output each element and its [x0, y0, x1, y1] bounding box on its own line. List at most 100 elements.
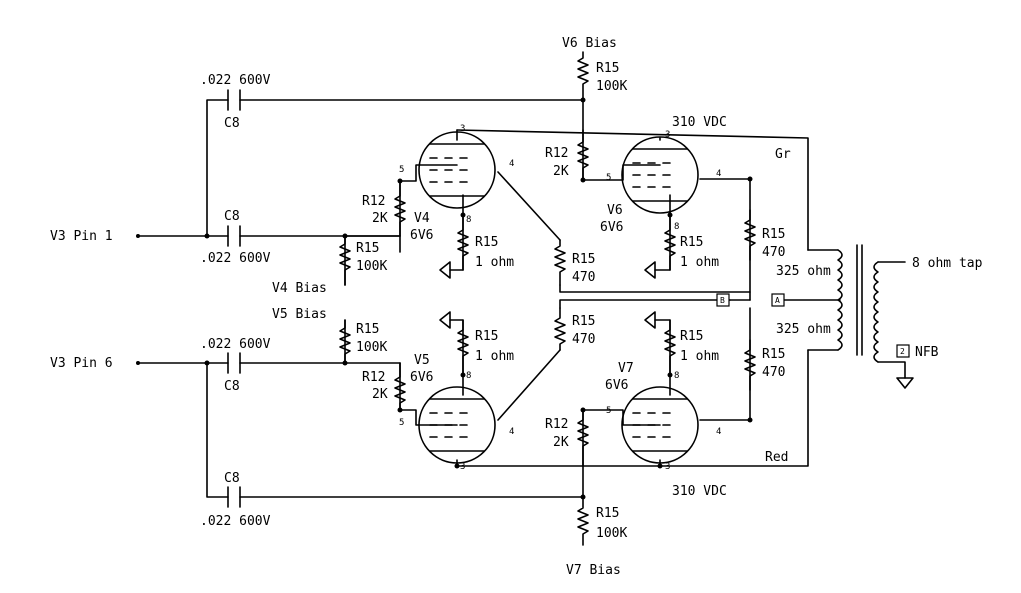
resistor-r12-v5	[394, 362, 406, 411]
svg-text:R15: R15	[762, 227, 785, 242]
resistor-r15-v4-bias	[339, 235, 351, 286]
svg-text:.022 600V: .022 600V	[200, 73, 271, 88]
svg-text:6V6: 6V6	[605, 378, 628, 393]
tube-v6	[621, 136, 699, 214]
svg-text:2K: 2K	[553, 435, 569, 450]
svg-text:NFB: NFB	[915, 345, 939, 360]
svg-text:R15: R15	[762, 347, 785, 362]
label-v3-pin6: V3 Pin 6	[50, 356, 113, 371]
resistor-r15-v6-bias	[577, 51, 589, 101]
svg-text:R12: R12	[545, 146, 568, 161]
svg-text:5: 5	[399, 165, 404, 175]
resistor-r15-cathode-v4	[457, 214, 469, 271]
svg-text:5: 5	[399, 418, 404, 428]
svg-text:6V6: 6V6	[600, 220, 623, 235]
svg-text:2K: 2K	[372, 387, 388, 402]
svg-text:100K: 100K	[356, 340, 387, 355]
svg-text:B: B	[720, 296, 725, 305]
svg-text:R12: R12	[362, 370, 385, 385]
resistor-r15-screen-v7	[744, 339, 756, 391]
svg-text:2K: 2K	[372, 211, 388, 226]
svg-text:R12: R12	[545, 417, 568, 432]
svg-text:470: 470	[762, 365, 785, 380]
svg-text:R15: R15	[572, 252, 595, 267]
svg-text:C8: C8	[224, 379, 240, 394]
ground-icon	[439, 261, 451, 279]
capacitor-c8-bottom	[227, 486, 241, 508]
connector-b: B	[716, 293, 730, 307]
resistor-r12-v7	[577, 409, 589, 467]
svg-text:100K: 100K	[596, 79, 627, 94]
svg-text:C8: C8	[224, 209, 240, 224]
svg-text:Red: Red	[765, 450, 788, 465]
svg-text:.022 600V: .022 600V	[200, 514, 271, 529]
svg-text:3: 3	[665, 130, 670, 140]
ground-icon	[644, 311, 656, 329]
resistor-r15-screen-v6	[744, 209, 756, 261]
svg-text:R15: R15	[356, 322, 379, 337]
svg-text:100K: 100K	[356, 259, 387, 274]
resistor-r12-v4	[394, 180, 406, 237]
svg-text:8: 8	[674, 371, 679, 381]
svg-text:3: 3	[460, 462, 465, 472]
svg-text:R15: R15	[596, 506, 619, 521]
svg-text:4: 4	[716, 169, 721, 179]
svg-text:R15: R15	[475, 329, 498, 344]
svg-text:R12: R12	[362, 194, 385, 209]
svg-text:4: 4	[509, 159, 514, 169]
connector-2: 2	[896, 344, 910, 358]
svg-text:2: 2	[900, 347, 905, 356]
svg-text:470: 470	[572, 332, 595, 347]
svg-text:325 ohm: 325 ohm	[776, 322, 831, 337]
label-v3-pin1: V3 Pin 1	[50, 229, 113, 244]
svg-text:3: 3	[665, 462, 670, 472]
svg-text:8: 8	[466, 371, 471, 381]
svg-text:6V6: 6V6	[410, 370, 433, 385]
capacitor-c8-input1	[227, 225, 241, 247]
svg-text:4: 4	[509, 427, 514, 437]
svg-text:1 ohm: 1 ohm	[475, 255, 514, 270]
svg-text:310 VDC: 310 VDC	[672, 115, 727, 130]
junctions	[136, 97, 753, 500]
svg-text:5: 5	[606, 173, 611, 183]
capacitor-c8-top	[227, 89, 241, 111]
svg-text:1 ohm: 1 ohm	[475, 349, 514, 364]
svg-text:310 VDC: 310 VDC	[672, 484, 727, 499]
resistor-r15-screen-v5	[554, 307, 566, 351]
svg-text:5: 5	[606, 406, 611, 416]
svg-text:V5 Bias: V5 Bias	[272, 307, 327, 322]
svg-text:R15: R15	[596, 61, 619, 76]
svg-text:R15: R15	[572, 314, 595, 329]
svg-text:C8: C8	[224, 471, 240, 486]
svg-text:3: 3	[460, 124, 465, 134]
labels: V3 Pin 1 V3 Pin 6 .022 600V C8 C8 .022 6…	[50, 36, 983, 578]
resistor-r15-cathode-v5	[457, 319, 469, 376]
output-transformer	[837, 244, 879, 363]
svg-text:C8: C8	[224, 116, 240, 131]
resistor-r12-v6	[577, 129, 589, 181]
svg-text:.022 600V: .022 600V	[200, 337, 271, 352]
svg-text:R15: R15	[680, 329, 703, 344]
ground-icon	[439, 311, 451, 329]
svg-text:V4 Bias: V4 Bias	[272, 281, 327, 296]
svg-text:100K: 100K	[596, 526, 627, 541]
svg-text:V7: V7	[618, 361, 634, 376]
svg-text:2K: 2K	[553, 164, 569, 179]
svg-text:A: A	[775, 296, 780, 305]
ground-icon	[896, 377, 914, 389]
resistor-r15-screen-v4	[554, 239, 566, 286]
resistor-r15-cathode-v7	[664, 319, 676, 376]
svg-text:R15: R15	[475, 235, 498, 250]
svg-text:325 ohm: 325 ohm	[776, 264, 831, 279]
svg-text:1 ohm: 1 ohm	[680, 349, 719, 364]
svg-text:Gr: Gr	[775, 147, 791, 162]
svg-text:V7 Bias: V7 Bias	[566, 563, 621, 578]
resistor-r15-v7-bias	[577, 496, 589, 546]
svg-text:R15: R15	[680, 235, 703, 250]
svg-text:8: 8	[466, 215, 471, 225]
svg-text:.022 600V: .022 600V	[200, 251, 271, 266]
resistor-r15-cathode-v6	[664, 214, 676, 271]
svg-text:V6: V6	[607, 203, 623, 218]
ground-icon	[644, 261, 656, 279]
